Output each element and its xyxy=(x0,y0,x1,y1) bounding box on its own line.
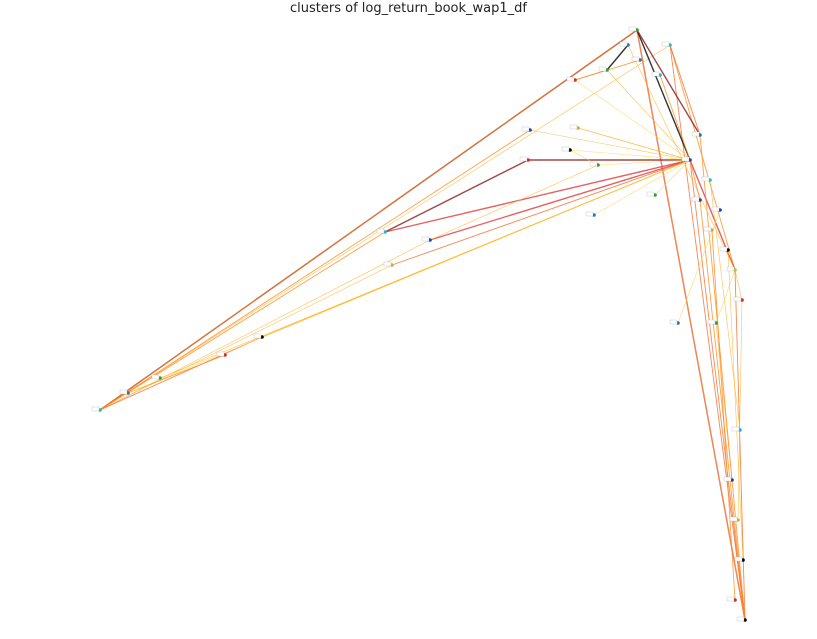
node-label-box xyxy=(691,196,700,202)
graph-edge xyxy=(99,336,263,411)
node-label-box xyxy=(723,476,732,482)
node-label-box xyxy=(561,146,570,152)
node-label-box xyxy=(734,556,743,562)
node-label-box xyxy=(619,41,628,47)
graph-edge xyxy=(99,129,531,411)
graph-edge xyxy=(429,159,691,241)
graph-edge xyxy=(391,159,691,266)
graph-edge xyxy=(99,44,671,411)
node-label-box xyxy=(661,41,670,47)
graph-edge xyxy=(99,231,386,411)
node-label-box xyxy=(253,333,262,339)
graph-edge xyxy=(654,159,691,196)
node-layer xyxy=(91,26,747,622)
node-label-box xyxy=(681,156,690,162)
node-label-box xyxy=(566,76,575,82)
node-label-box xyxy=(719,246,728,252)
graph-edge xyxy=(593,159,691,216)
graph-edge xyxy=(669,44,746,621)
graph-edge xyxy=(659,74,691,161)
node-label-box xyxy=(729,516,738,522)
node-label-box xyxy=(598,66,607,72)
node-label-box xyxy=(703,226,712,232)
node-label-box xyxy=(376,228,385,234)
node-label-box xyxy=(631,56,640,62)
graph-edge xyxy=(99,264,393,411)
graph-edge xyxy=(727,249,744,561)
graph-edge xyxy=(636,29,691,161)
node-label-box xyxy=(91,406,100,412)
node-label-box xyxy=(646,191,655,197)
node-label-box xyxy=(711,206,720,212)
node-label-box xyxy=(383,261,392,267)
graph-edge xyxy=(669,44,701,136)
graph-edge xyxy=(734,269,743,301)
graph-edge xyxy=(715,269,736,324)
graph-edge xyxy=(606,44,629,71)
graph-edge xyxy=(569,149,691,161)
node-label-box xyxy=(731,426,740,432)
graph-edge xyxy=(689,159,701,201)
node-label-box xyxy=(733,296,742,302)
graph-edge xyxy=(574,79,691,161)
node-label-box xyxy=(421,236,430,242)
graph-edge xyxy=(636,29,746,621)
node-label-box xyxy=(589,161,598,167)
graph-edge xyxy=(99,29,638,411)
graph-edge xyxy=(677,209,721,324)
graph-edge xyxy=(597,159,691,166)
node-label-box xyxy=(691,131,700,137)
node-label-box xyxy=(701,176,710,182)
node-label-box xyxy=(569,124,578,130)
node-label-box xyxy=(151,374,160,380)
graph-edge xyxy=(636,29,701,136)
graph-edge xyxy=(699,199,746,621)
graph-edge xyxy=(127,159,691,394)
node-label-box xyxy=(669,319,678,325)
graph-edge xyxy=(699,134,746,621)
graph-edge xyxy=(577,127,691,161)
node-label-box xyxy=(628,26,637,32)
edge-layer xyxy=(99,29,746,621)
graph-edge xyxy=(384,159,691,233)
graph-edge xyxy=(529,129,691,161)
graph-edge xyxy=(709,179,741,431)
node-label-box xyxy=(216,351,225,357)
graph-title: clusters of log_return_book_wap1_df xyxy=(290,1,527,16)
graph-edge xyxy=(127,354,226,394)
node-label-box xyxy=(651,71,660,77)
node-label-box xyxy=(707,319,716,325)
node-label-box xyxy=(736,616,745,622)
node-label-box xyxy=(521,126,530,132)
node-label-box xyxy=(585,211,594,217)
node-label-box xyxy=(726,596,735,602)
graph-edge xyxy=(711,229,736,601)
node-label-box xyxy=(119,389,128,395)
node-label-box xyxy=(519,156,528,162)
node-label-box xyxy=(726,266,735,272)
graph-edge xyxy=(606,69,691,161)
graph-edge xyxy=(737,299,743,521)
graph-edge xyxy=(429,164,599,241)
graph-edge xyxy=(689,159,746,621)
graph-edge xyxy=(384,159,529,233)
